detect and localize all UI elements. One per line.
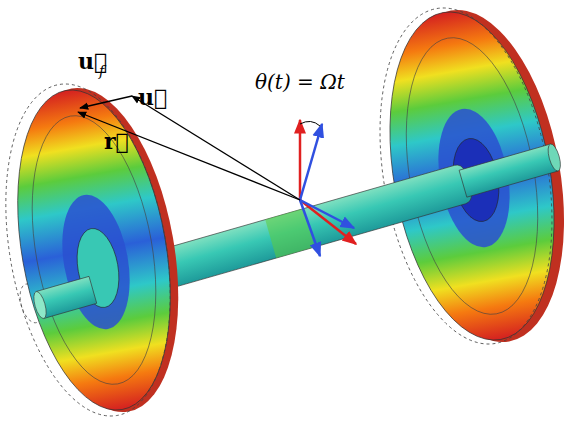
vector-label: f — [99, 64, 104, 78]
angle-label: θ(t) = Ωt — [255, 72, 345, 92]
left-wheel — [0, 71, 201, 425]
axle-stub — [31, 276, 96, 319]
vector-label: u⃗ — [138, 86, 167, 108]
coordinate-frame — [300, 120, 356, 256]
right-wheel — [356, 0, 567, 358]
vectors — [78, 96, 300, 200]
vector-label: r⃗ — [104, 130, 129, 152]
